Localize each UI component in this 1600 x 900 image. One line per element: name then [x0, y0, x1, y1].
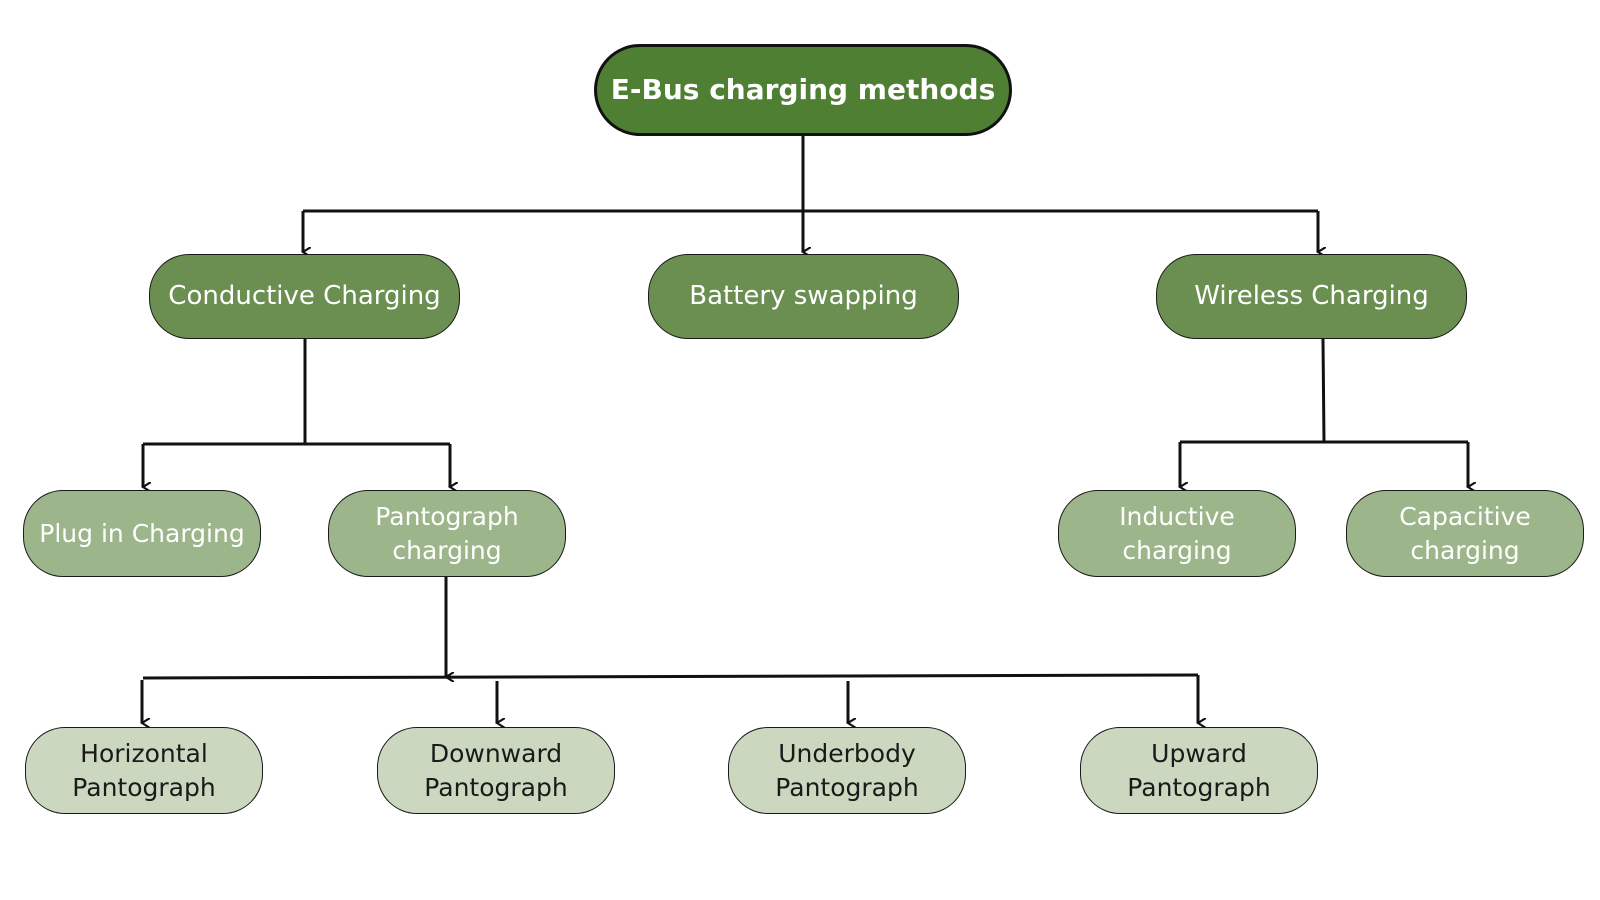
pantograph-charging-label-line2: charging — [392, 535, 502, 565]
inductive-charging-node: Inductive charging — [1058, 490, 1296, 577]
underbody-pantograph-node: Underbody Pantograph — [728, 727, 966, 814]
inductive-charging-label-line1: Inductive — [1119, 501, 1235, 531]
underbody-pantograph-label-line1: Underbody — [778, 738, 916, 768]
capacitive-charging-label-line1: Capacitive — [1399, 501, 1531, 531]
downward-pantograph-label-line2: Pantograph — [424, 772, 568, 802]
capacitive-charging-node: Capacitive charging — [1346, 490, 1584, 577]
conductive-charging-label: Conductive Charging — [168, 280, 441, 311]
plug-in-charging-node: Plug in Charging — [23, 490, 261, 577]
inductive-charging-label-line2: charging — [1122, 535, 1232, 565]
battery-swapping-node: Battery swapping — [648, 254, 959, 339]
downward-pantograph-label-line1: Downward — [429, 738, 563, 768]
root-node: E-Bus charging methods — [594, 44, 1012, 136]
pantograph-bus — [142, 673, 1199, 680]
upward-pantograph-node: Upward Pantograph — [1080, 727, 1318, 814]
conductive-charging-node: Conductive Charging — [149, 254, 460, 339]
horizontal-pantograph-node: Horizontal Pantograph — [25, 727, 263, 814]
upward-pantograph-label-line1: Upward — [1151, 738, 1247, 768]
pantograph-charging-label-line1: Pantograph — [375, 501, 519, 531]
underbody-pantograph-label-line2: Pantograph — [775, 772, 919, 802]
horizontal-pantograph-label-line1: Horizontal — [80, 738, 208, 768]
pantograph-charging-node: Pantograph charging — [328, 490, 566, 577]
capacitive-charging-label-line2: charging — [1410, 535, 1520, 565]
wireless-charging-label: Wireless Charging — [1194, 280, 1429, 311]
upward-pantograph-label-line2: Pantograph — [1127, 772, 1271, 802]
downward-pantograph-node: Downward Pantograph — [377, 727, 615, 814]
wireless-stem — [1321, 338, 1326, 443]
plug-in-charging-label: Plug in Charging — [39, 518, 245, 548]
battery-swapping-label: Battery swapping — [689, 280, 918, 311]
root-label: E-Bus charging methods — [610, 73, 996, 107]
wireless-charging-node: Wireless Charging — [1156, 254, 1467, 339]
horizontal-pantograph-label-line2: Pantograph — [72, 772, 216, 802]
